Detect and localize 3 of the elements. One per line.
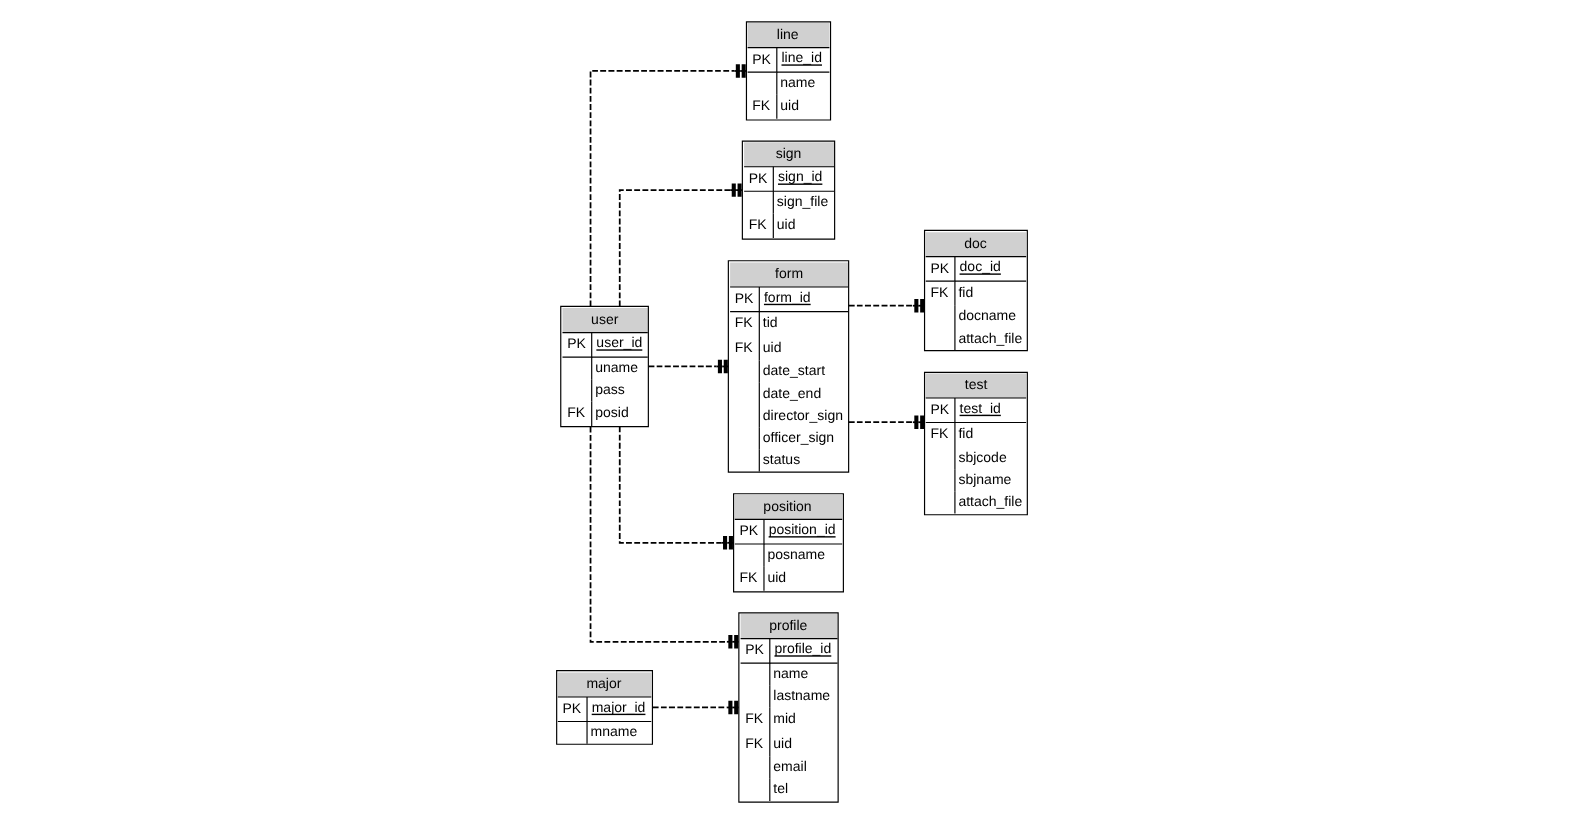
connector: [588, 64, 746, 308]
connector: [617, 425, 734, 550]
connector: [617, 183, 742, 308]
